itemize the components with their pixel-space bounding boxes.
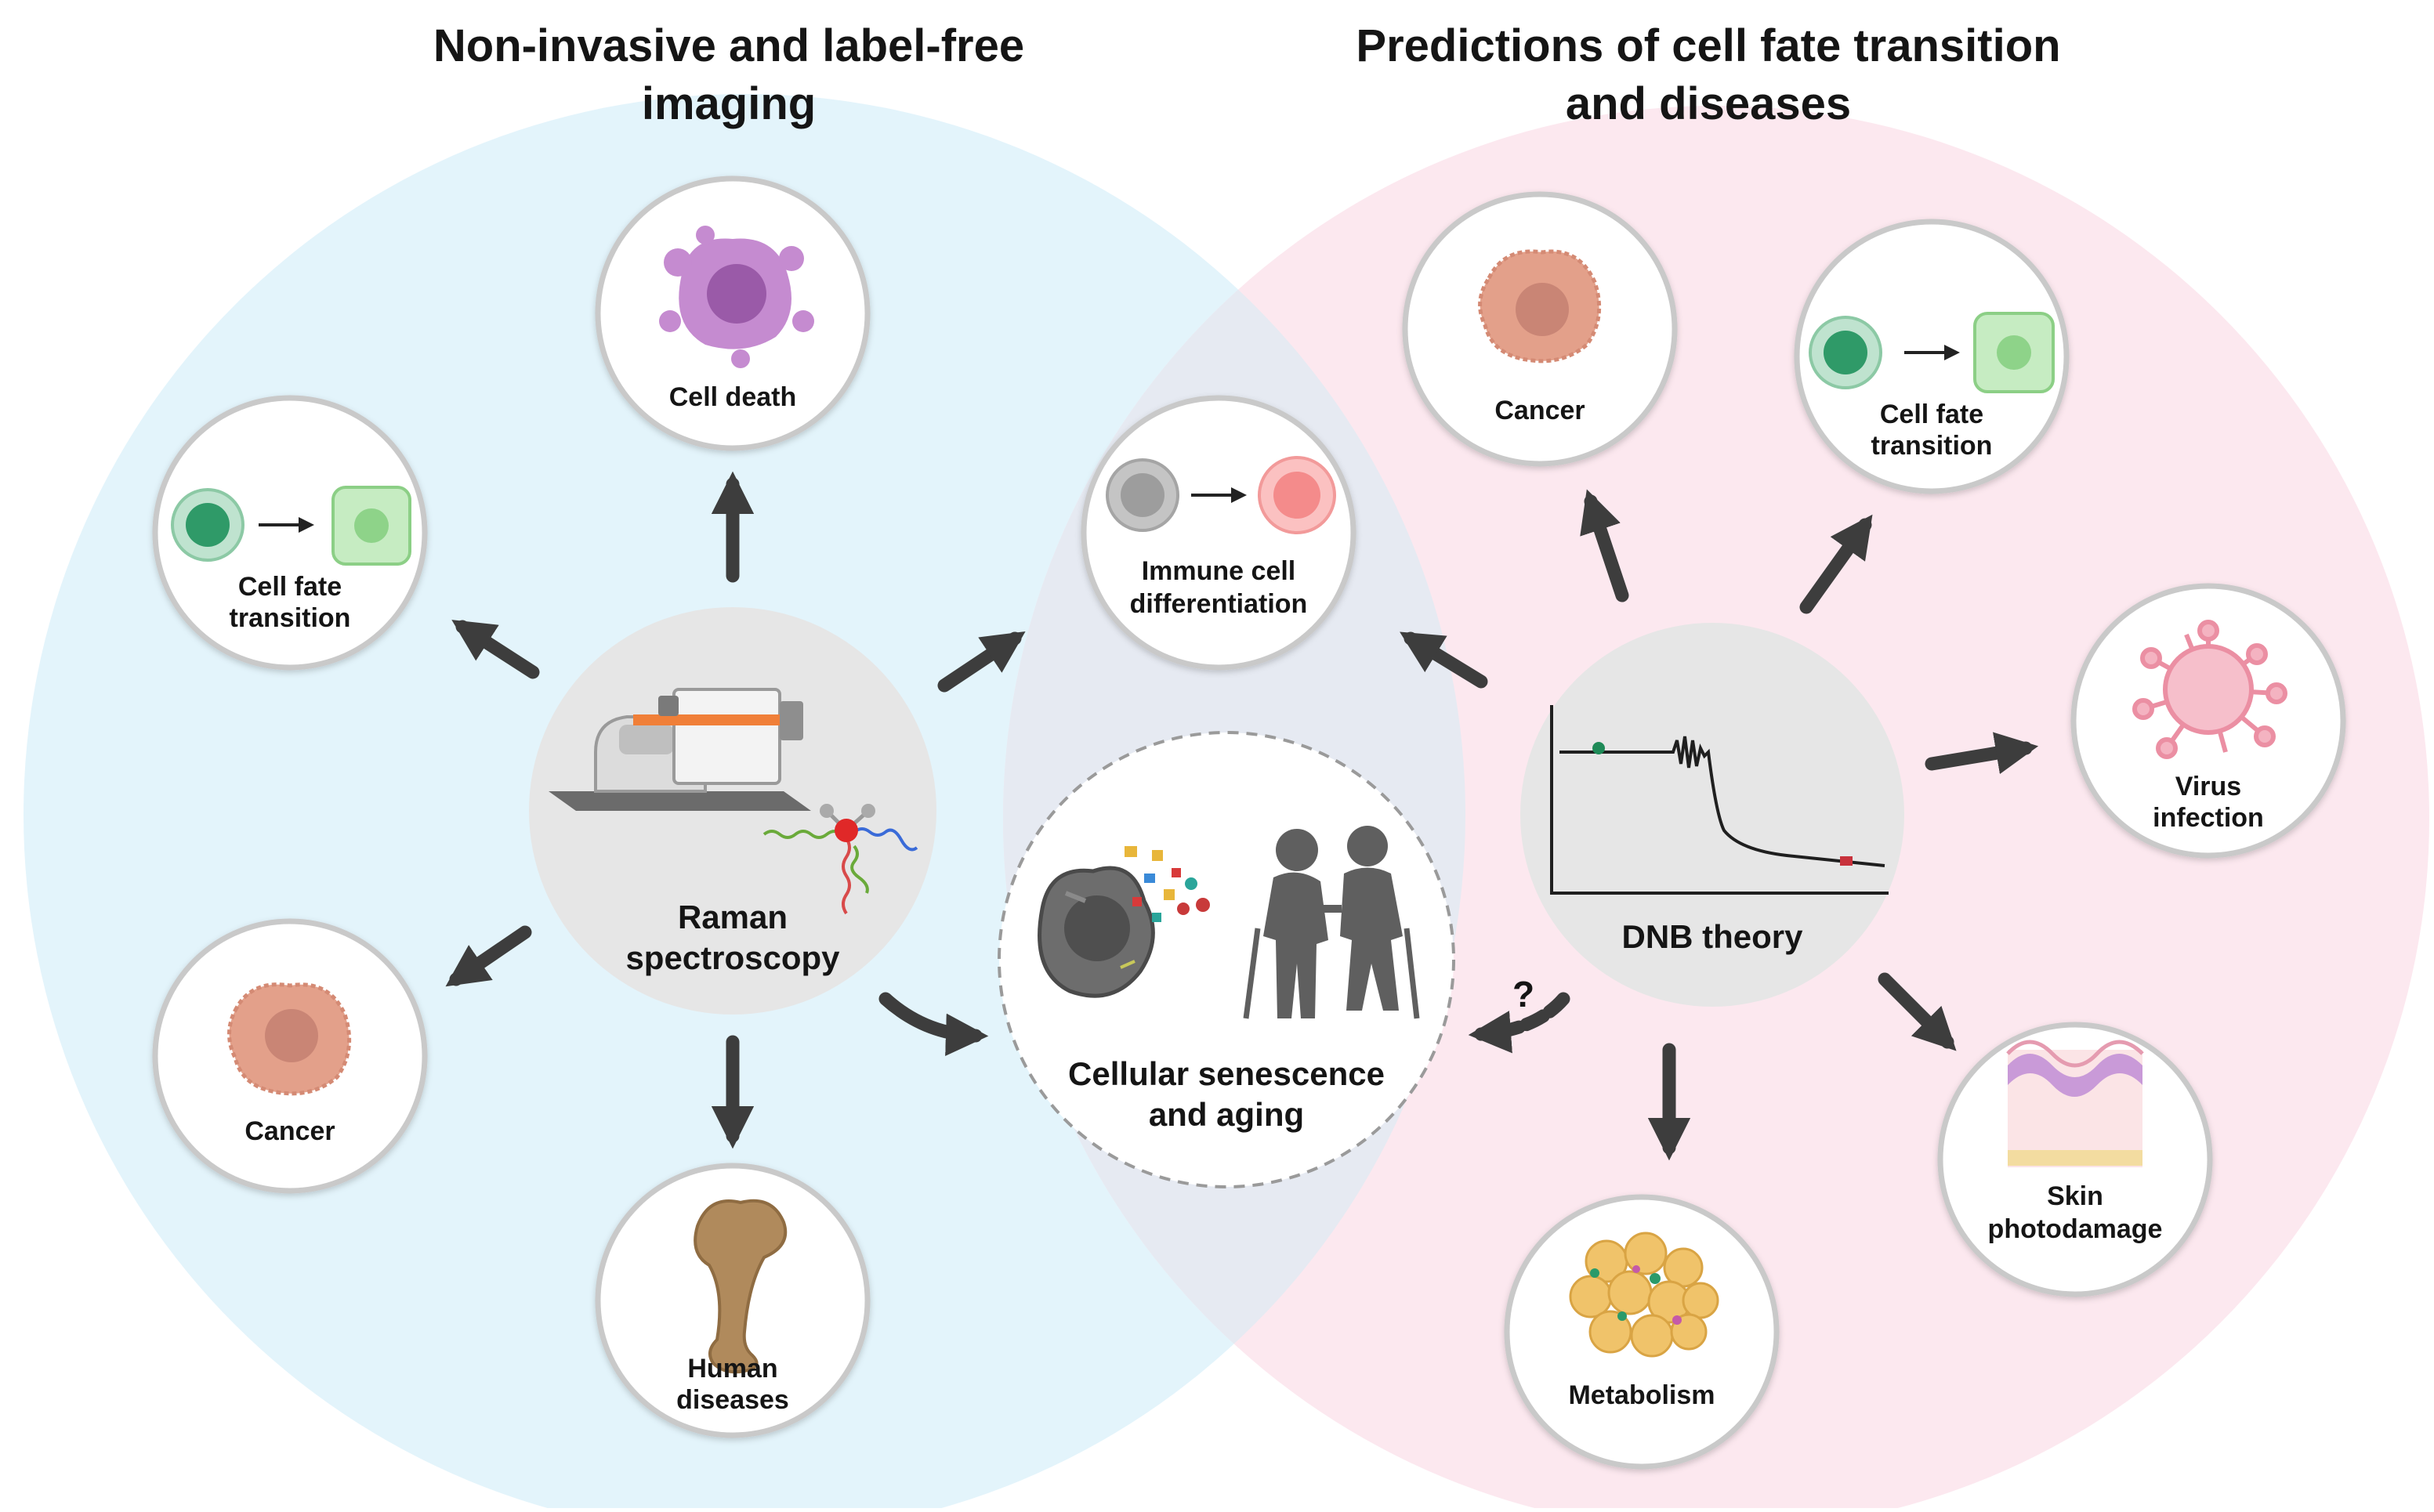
cell-fate-left-line1: Cell fate xyxy=(238,572,342,602)
arrow-dnb-to-virus xyxy=(1925,732,2039,775)
arrow-dnb-to-skin xyxy=(1878,972,1957,1051)
dnb-hub: DNB theory xyxy=(1520,623,1904,1007)
arrow-dnb-to-cell-fate xyxy=(1799,514,1873,614)
cancer-cell-icon xyxy=(1478,249,1602,364)
metabolism-label: Metabolism xyxy=(1568,1380,1715,1410)
stem-cell-icon xyxy=(1809,316,1882,389)
arrow-to-cell-fate-left xyxy=(451,620,540,679)
human-diseases-line2: diseases xyxy=(676,1385,789,1415)
raman-label-line2: spectroscopy xyxy=(625,939,840,976)
differentiated-cell-icon xyxy=(331,486,411,566)
skin-line2: photodamage xyxy=(1988,1214,2163,1244)
differentiated-cell-icon xyxy=(1973,312,2055,393)
node-cell-fate-right: Cell fate transition xyxy=(1794,219,2070,494)
raman-label-line1: Raman xyxy=(678,899,788,935)
right-title: Predictions of cell fate transition and … xyxy=(1356,20,2061,129)
virus-icon xyxy=(2132,620,2287,759)
node-cell-fate-left: Cell fate transition xyxy=(152,395,428,671)
overlap-region xyxy=(1003,106,1465,1512)
skin-line1: Skin xyxy=(2047,1181,2103,1211)
node-cell-death: Cell death xyxy=(595,175,871,451)
arrow-dnb-to-immune xyxy=(1400,631,1488,689)
cell-fate-left-line2: transition xyxy=(230,603,351,633)
arrow-dnb-to-senescence xyxy=(1468,992,1570,1054)
differentiated-immune-cell-icon xyxy=(1258,456,1336,534)
node-virus: Virus infection xyxy=(2070,583,2346,859)
question-mark: ? xyxy=(1512,974,1534,1015)
arrow-dnb-to-cancer xyxy=(1580,489,1629,602)
senescence-label-line1: Cellular senescence xyxy=(1068,1055,1385,1092)
naive-immune-cell-icon xyxy=(1106,458,1179,532)
node-metabolism: Metabolism xyxy=(1504,1194,1780,1470)
cancer-left-label: Cancer xyxy=(244,1116,335,1146)
immune-line1: Immune cell xyxy=(1142,556,1296,586)
virus-line1: Virus xyxy=(2175,772,2241,801)
bone-icon xyxy=(694,1199,788,1374)
dying-cell-icon xyxy=(659,226,814,368)
human-diseases-line1: Human xyxy=(687,1354,777,1384)
senescent-cell-icon xyxy=(1038,866,1155,998)
stem-cell-icon xyxy=(171,488,244,562)
cell-death-label: Cell death xyxy=(669,382,796,412)
sasp-particles-icon xyxy=(1125,846,1210,922)
node-cancer-right: Cancer xyxy=(1402,191,1678,467)
graph-icon xyxy=(1550,705,1889,895)
arrow-to-cancer-left xyxy=(445,925,532,987)
raman-hub: Raman spectroscopy xyxy=(529,607,936,1015)
immune-line2: differentiation xyxy=(1130,589,1308,619)
elderly-couple-icon xyxy=(1243,826,1420,1019)
fat-tissue-icon xyxy=(1569,1232,1719,1358)
node-cancer-left: Cancer xyxy=(152,918,428,1194)
node-human-diseases: Human diseases xyxy=(595,1163,871,1438)
cancer-cell-icon xyxy=(227,982,352,1096)
dnb-label: DNB theory xyxy=(1621,918,1803,955)
cancer-right-label: Cancer xyxy=(1494,396,1585,425)
spectrometer-icon xyxy=(549,688,811,811)
node-immune: Immune cell differentiation xyxy=(1081,395,1356,671)
virus-line2: infection xyxy=(2153,803,2264,833)
arrow-to-senescence-left xyxy=(878,992,989,1057)
skin-icon xyxy=(2006,1040,2144,1167)
senescence-label-line2: and aging xyxy=(1149,1096,1304,1133)
molecule-icon xyxy=(762,804,918,915)
left-title: Non-invasive and label-free imaging xyxy=(433,20,1025,129)
arrows xyxy=(445,471,2039,1161)
cell-fate-right-line1: Cell fate xyxy=(1880,400,1983,429)
cell-fate-right-line2: transition xyxy=(1871,431,1993,461)
arrow-to-immune-left xyxy=(937,631,1026,693)
senescence-hub: Cellular senescence and aging xyxy=(998,731,1455,1188)
node-skin: Skin photodamage xyxy=(1937,1022,2213,1297)
